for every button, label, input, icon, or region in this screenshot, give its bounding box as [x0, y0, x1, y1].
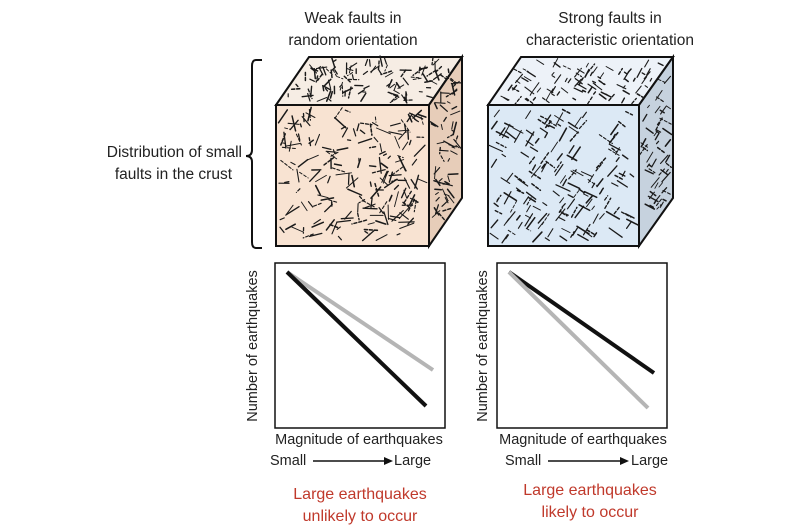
- fault-mark: [408, 130, 409, 139]
- outcome-line: Large earthquakes: [505, 480, 675, 502]
- x-arrow-head: [620, 457, 629, 465]
- fault-mark: [448, 174, 458, 175]
- fault-mark: [364, 230, 379, 231]
- bracket-label: Distribution of small faults in the crus…: [80, 142, 242, 186]
- heading-line: random orientation: [268, 30, 438, 52]
- outcome-text: Large earthquakes likely to occur: [505, 480, 675, 524]
- fault-mark: [285, 182, 289, 183]
- x-axis-label: Magnitude of earthquakes: [488, 429, 678, 451]
- fault-mark: [440, 150, 449, 151]
- fault-mark: [363, 208, 377, 209]
- fault-mark: [370, 147, 376, 148]
- outcome-text: Large earthquakes unlikely to occur: [275, 484, 445, 528]
- column-heading: Weak faults in random orientation: [268, 8, 438, 52]
- outcome-line: likely to occur: [505, 502, 675, 524]
- fault-mark: [448, 69, 449, 72]
- cube-strong-faults: [488, 57, 673, 246]
- fault-mark: [441, 93, 450, 94]
- fault-mark: [370, 166, 376, 167]
- bracket-label-line: faults in the crust: [80, 164, 242, 186]
- y-axis-label: Number of earthquakes: [245, 270, 261, 422]
- fault-mark: [435, 103, 445, 104]
- outcome-line: unlikely to occur: [275, 506, 445, 528]
- bracket-label-line: Distribution of small: [80, 142, 242, 164]
- heading-line: Strong faults in: [505, 8, 715, 30]
- fault-mark: [349, 173, 350, 184]
- heading-line: Weak faults in: [268, 8, 438, 30]
- x-axis-small: Small: [270, 450, 312, 472]
- fault-mark: [314, 69, 315, 79]
- cube-weak-faults: [276, 56, 462, 246]
- x-arrow-head: [384, 457, 393, 465]
- x-axis-large: Large: [394, 450, 450, 472]
- outcome-line: Large earthquakes: [275, 484, 445, 506]
- fault-mark: [370, 182, 371, 186]
- x-axis-large: Large: [631, 450, 687, 472]
- fault-mark: [406, 92, 407, 95]
- x-axis-small: Small: [505, 450, 547, 472]
- fault-mark: [420, 68, 427, 69]
- column-heading: Strong faults in characteristic orientat…: [505, 8, 715, 52]
- fault-mark: [290, 89, 300, 90]
- heading-line: characteristic orientation: [505, 30, 715, 52]
- x-axis-label: Magnitude of earthquakes: [268, 429, 450, 451]
- fault-mark: [370, 60, 371, 66]
- y-axis-label: Number of earthquakes: [475, 270, 491, 422]
- fault-mark: [341, 218, 353, 219]
- fault-mark: [323, 87, 324, 91]
- bracket: [246, 60, 262, 248]
